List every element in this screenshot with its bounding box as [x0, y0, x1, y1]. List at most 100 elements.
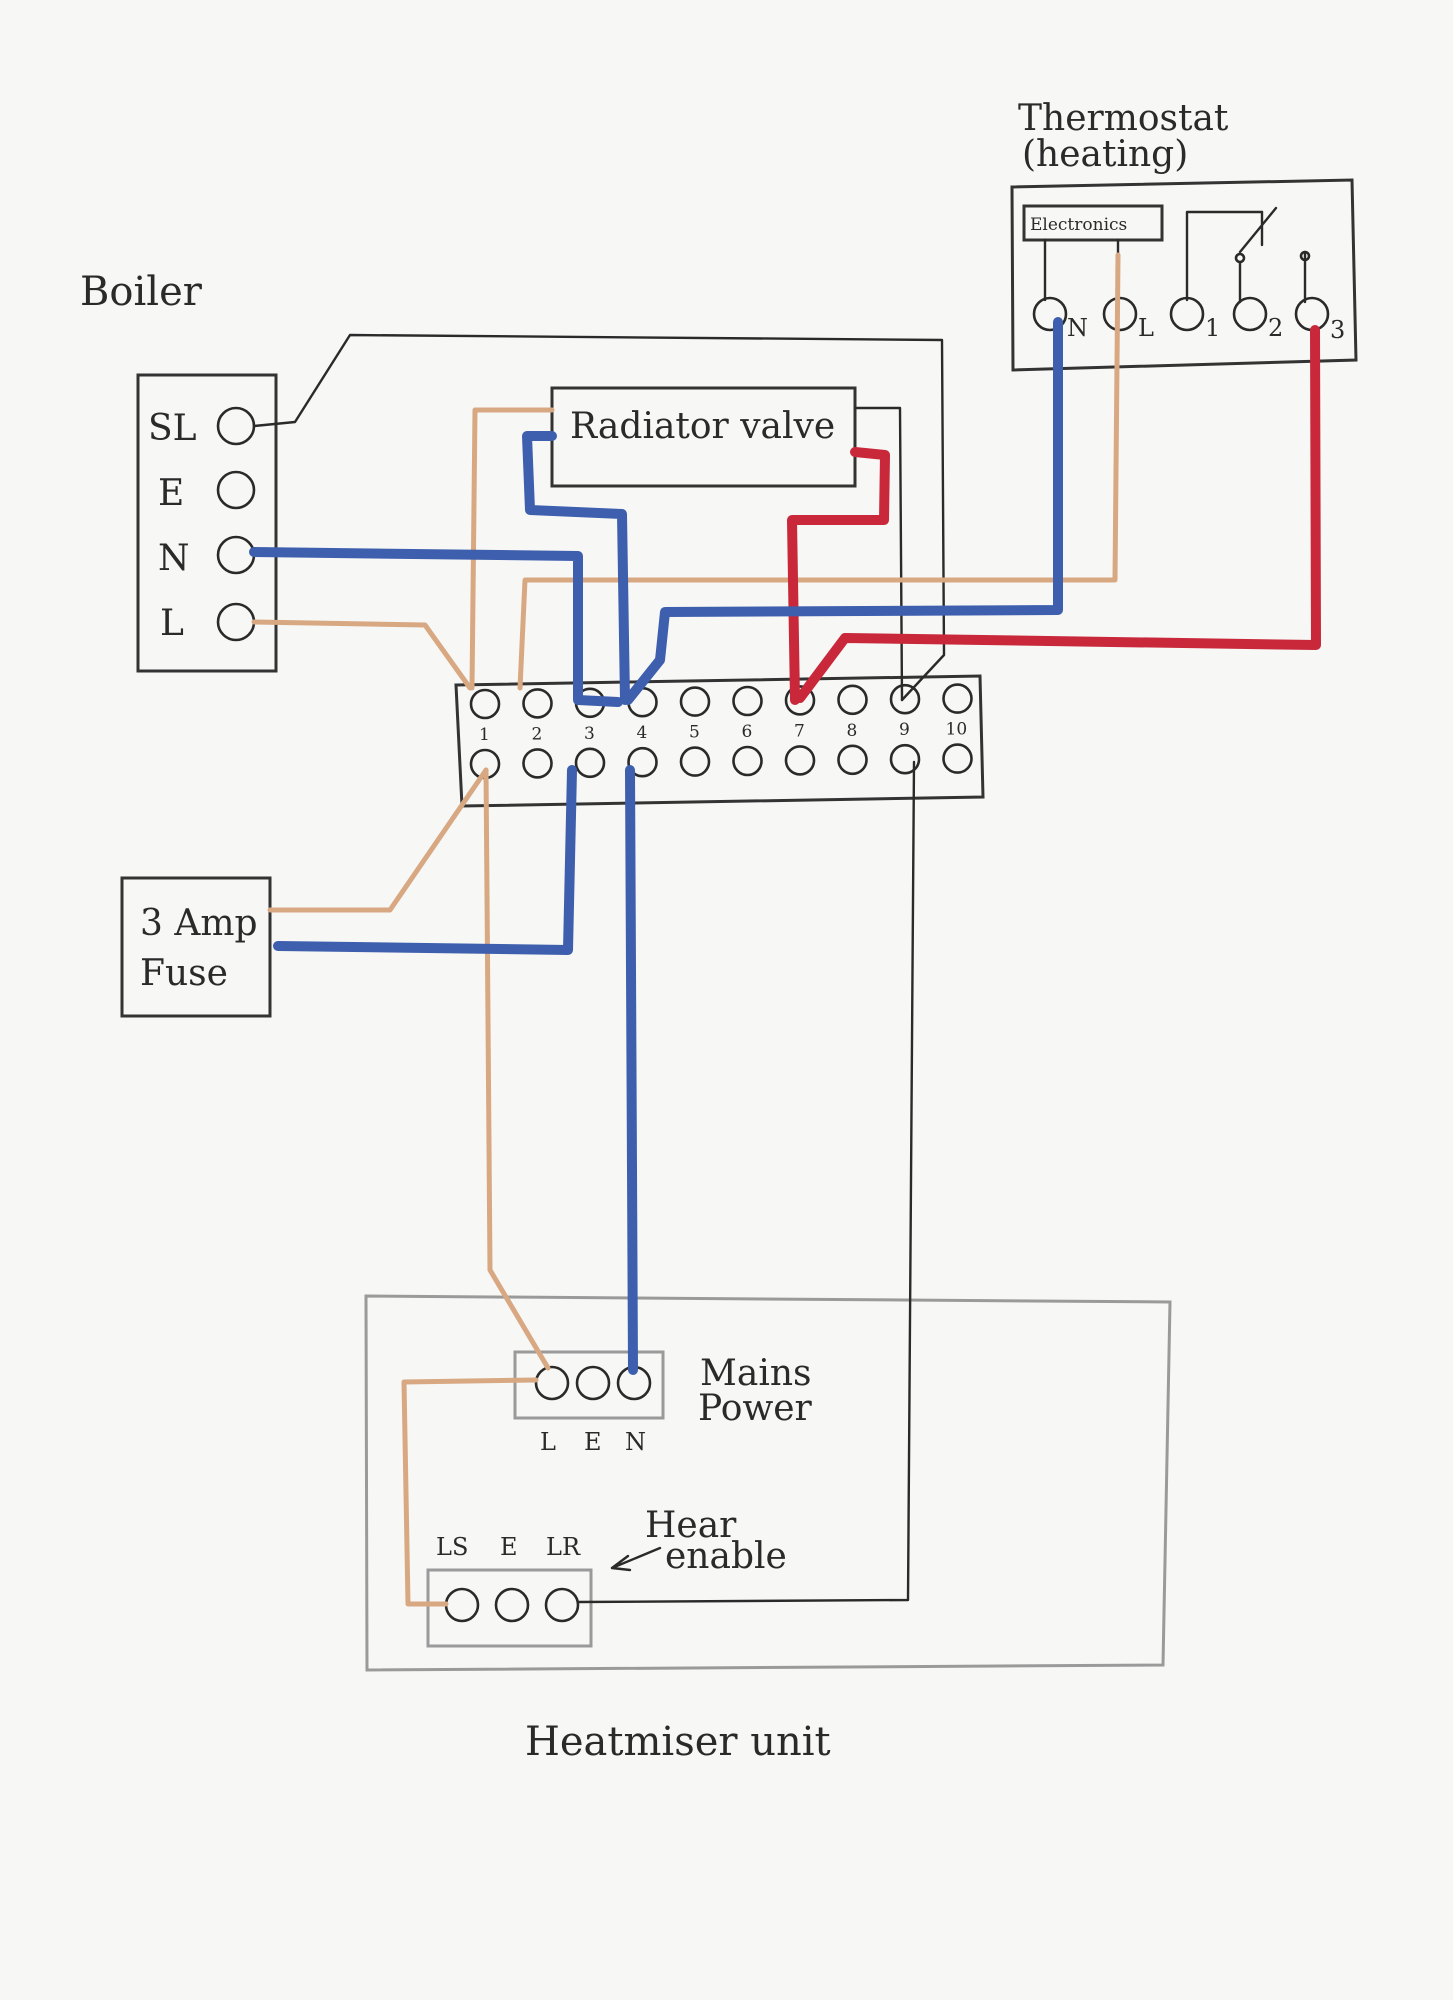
- junction-terminal-bottom-2: [522, 748, 553, 779]
- wire-boiler-sl-to-term-9: [252, 333, 946, 702]
- wires: [249, 252, 1321, 1607]
- thermostat-label-3: 3: [1330, 316, 1345, 344]
- junction-terminal-number-1: 1: [479, 725, 490, 745]
- junction-terminal-top-5: [679, 686, 711, 717]
- wire-fuse-to-term-1: [267, 767, 489, 913]
- heat-terminal-lr: [544, 1587, 580, 1623]
- junction-terminal-bottom-7: [784, 745, 816, 776]
- wire-boiler-n-to-term-3: [249, 547, 623, 707]
- heat-terminal-ls: [444, 1587, 480, 1623]
- junction-terminal-number-9: 9: [899, 720, 910, 740]
- mains-label-n: N: [625, 1428, 646, 1456]
- heat-label-ls: LS: [436, 1533, 468, 1561]
- heat-label-lr: LR: [546, 1533, 581, 1561]
- boiler-terminal-n: [216, 535, 256, 575]
- junction-terminal-bottom-3: [574, 747, 606, 779]
- boiler-terminal-e: [216, 470, 256, 510]
- boiler-terminal-e-label: E: [158, 473, 184, 514]
- junction-terminal-bottom-5: [679, 746, 711, 777]
- thermostat-subtitle: (heating): [1022, 134, 1188, 175]
- junction-box: 1 2 3 4 5 6 7 8 9 10: [454, 674, 985, 808]
- junction-terminal-number-5: 5: [689, 723, 700, 743]
- wire-boiler-l-to-term-1: [251, 619, 473, 691]
- junction-terminal-number-7: 7: [794, 721, 805, 741]
- junction-terminal-number-6: 6: [742, 722, 753, 742]
- boiler-title: Boiler: [80, 269, 203, 315]
- junction-terminal-top-6: [732, 685, 763, 717]
- thermostat-electronics-label: Electronics: [1030, 215, 1127, 235]
- wire-term-9-to-heat-lr: [576, 760, 916, 1604]
- thermostat-terminal-3: [1294, 296, 1330, 332]
- thermostat-label-n: N: [1067, 314, 1088, 342]
- junction-terminal-number-3: 3: [584, 724, 595, 744]
- wire-thermostat-n-to-term-4: [623, 317, 1063, 705]
- thermostat-label-2: 2: [1268, 314, 1283, 342]
- mains-terminal-e: [575, 1365, 611, 1401]
- wire-thermostat-3-to-term-7: [795, 325, 1321, 703]
- junction-box-housing: [454, 674, 985, 808]
- heat-enable-label-line1: Hear: [645, 1505, 737, 1546]
- mains-label-l: L: [540, 1428, 556, 1456]
- junction-terminal-top-8: [837, 684, 868, 716]
- wire-radiator-to-term-9: [854, 406, 904, 702]
- junction-bottom-terminals: [469, 743, 973, 780]
- fuse-label-line2: Fuse: [140, 953, 228, 994]
- heat-enable-arrow: [610, 1546, 662, 1572]
- heat-label-e: E: [500, 1533, 518, 1561]
- radiator-valve: Radiator valve: [550, 386, 857, 488]
- junction-terminal-top-9: [889, 683, 921, 715]
- fuse-label-line1: 3 Amp: [140, 903, 258, 944]
- junction-terminal-number-10: 10: [946, 720, 968, 740]
- wire-radiator-to-term-1: [469, 407, 555, 691]
- wire-term-1-to-mains-l: [483, 767, 551, 1371]
- wire-term-2-to-thermostat-l: [517, 252, 1121, 691]
- thermostat: Thermostat (heating) Electronics N L 1 2…: [1010, 98, 1358, 372]
- thermostat-label-1: 1: [1205, 314, 1220, 342]
- boiler-terminal-l-label: L: [160, 603, 184, 644]
- wire-radiator-to-term-4: [522, 431, 630, 705]
- junction-terminal-bottom-8: [837, 744, 868, 776]
- heat-enable-block: [426, 1568, 593, 1648]
- fuse-box: [120, 876, 272, 1018]
- mains-label-e: E: [584, 1428, 602, 1456]
- junction-terminal-top-10: [942, 683, 973, 714]
- junction-terminal-bottom-9: [889, 743, 921, 775]
- boiler-terminal-n-label: N: [158, 538, 190, 579]
- wire-radiator-to-term-7: [787, 447, 890, 705]
- mains-power-label-line2: Power: [698, 1388, 813, 1429]
- junction-terminal-number-8: 8: [847, 721, 858, 741]
- junction-top-terminals: [469, 683, 973, 720]
- junction-terminal-numbers: 1 2 3 4 5 6 7 8 9 10: [479, 720, 967, 745]
- thermostat-electronics-box: [1022, 204, 1164, 242]
- heatmiser-unit: L E N Mains Power LS E LR Hear enable He…: [364, 1294, 1172, 1765]
- thermostat-label-l: L: [1138, 314, 1154, 342]
- mains-power-label-line1: Mains: [700, 1353, 812, 1394]
- thermostat-title: Thermostat: [1018, 98, 1229, 139]
- boiler-terminal-sl: [216, 406, 256, 446]
- heat-enable-label-line2: enable: [665, 1536, 787, 1577]
- junction-terminal-bottom-6: [732, 745, 763, 777]
- wire-mains-l-to-heat-ls: [401, 1377, 539, 1607]
- boiler: Boiler SL E N L: [80, 269, 278, 673]
- heatmiser-title: Heatmiser unit: [525, 1719, 831, 1765]
- junction-terminal-bottom-4: [627, 746, 658, 778]
- thermostat-terminal-1: [1169, 296, 1205, 332]
- heat-terminal-e: [494, 1587, 530, 1623]
- junction-terminal-top-1: [469, 688, 501, 720]
- junction-terminal-top-2: [522, 688, 553, 719]
- boiler-terminal-l: [216, 602, 256, 642]
- heatmiser-housing: [364, 1294, 1172, 1672]
- boiler-terminal-sl-label: SL: [148, 408, 197, 449]
- thermostat-terminal-n: [1032, 296, 1068, 332]
- mains-terminal-l: [534, 1365, 570, 1401]
- thermostat-housing: [1010, 178, 1358, 372]
- junction-terminal-number-4: 4: [637, 723, 648, 743]
- mains-power-block: [513, 1350, 665, 1420]
- junction-terminal-top-7: [784, 685, 816, 716]
- fuse: 3 Amp Fuse: [120, 876, 272, 1018]
- junction-terminal-number-2: 2: [532, 724, 543, 744]
- wire-fuse-to-term-3: [273, 765, 577, 955]
- boiler-terminal-block: [136, 373, 278, 673]
- junction-terminal-bottom-10: [942, 743, 973, 774]
